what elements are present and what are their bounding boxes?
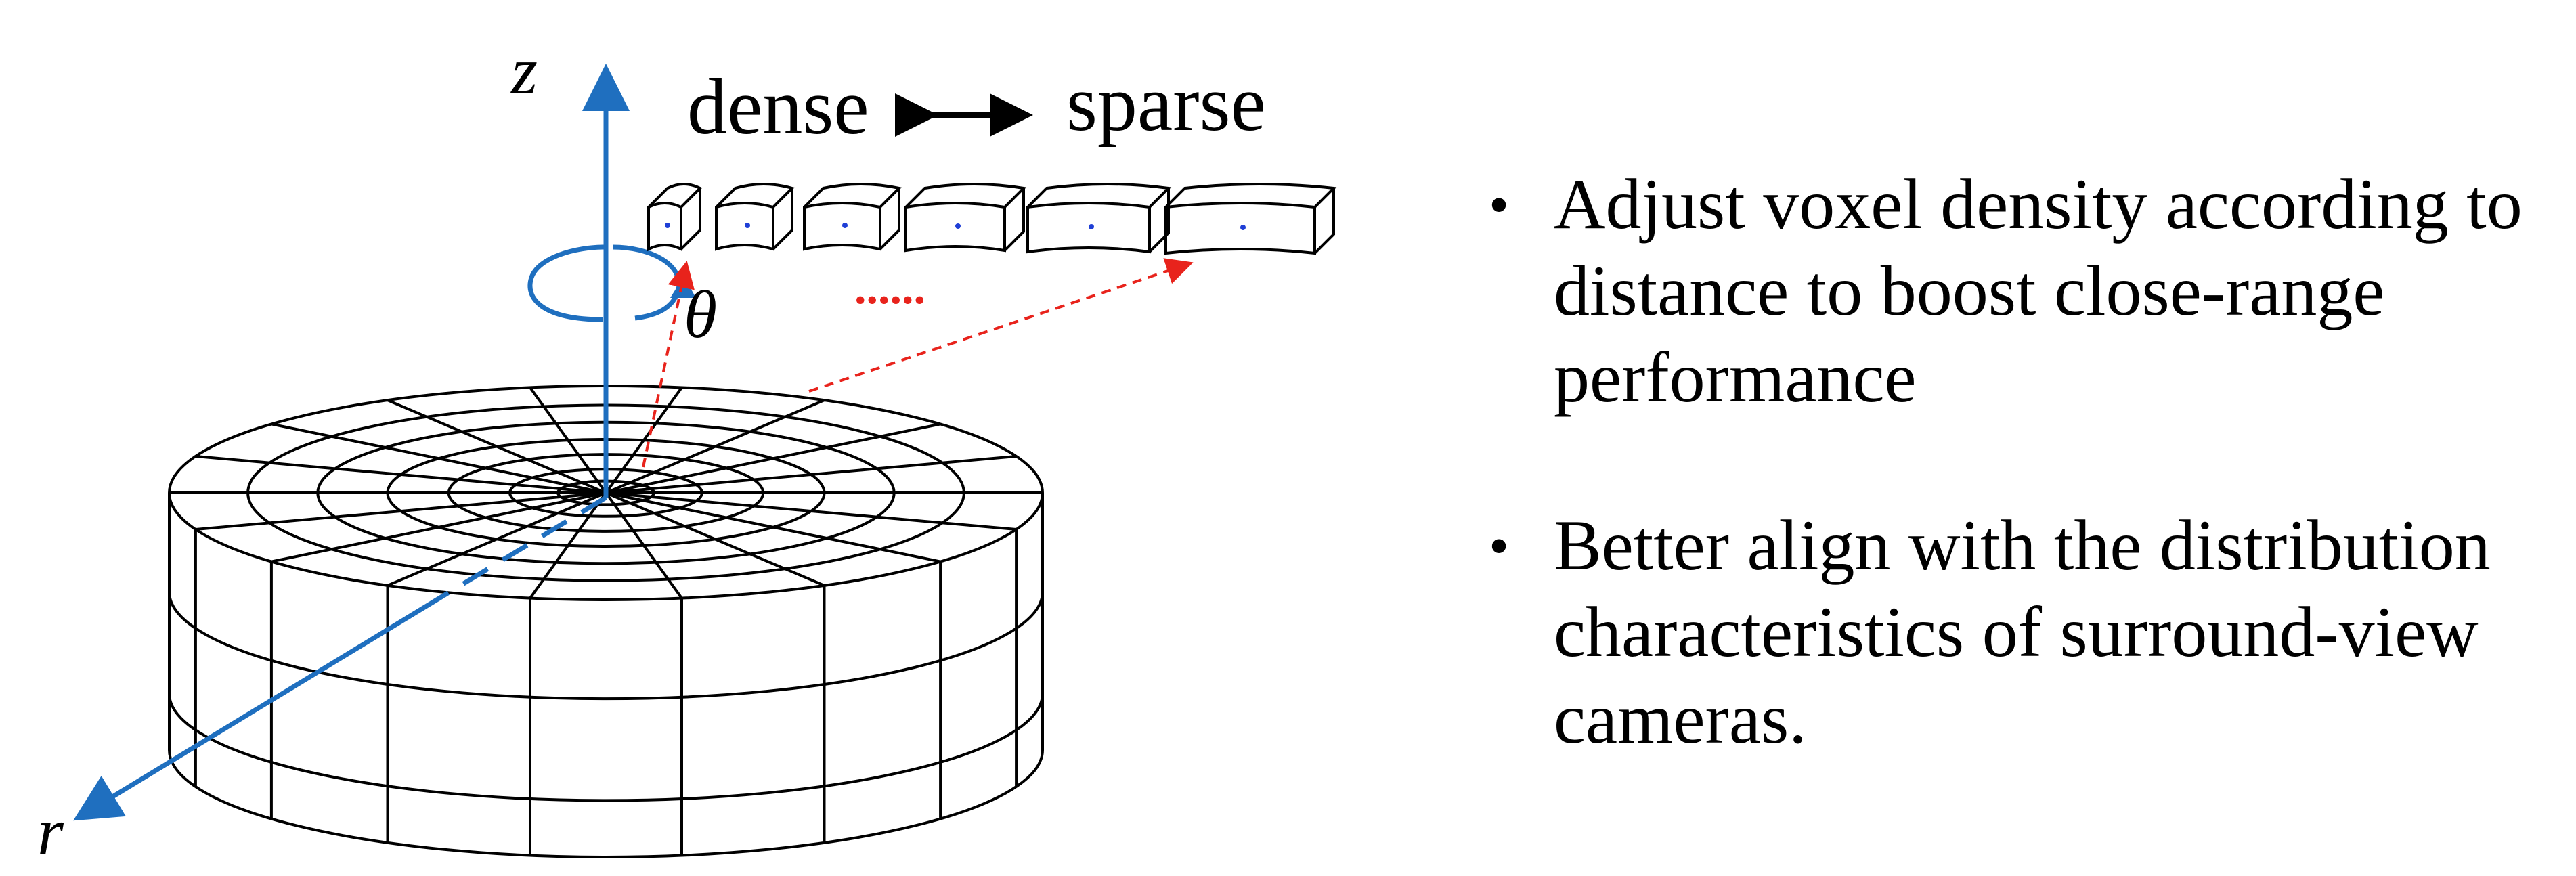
angular-spoke (605, 422, 941, 494)
voxel-center-point (665, 223, 670, 228)
voxel (715, 183, 795, 251)
voxel-sequence (647, 183, 1337, 255)
voxel-top-face (1026, 183, 1172, 209)
voxel-center-point (1089, 224, 1094, 229)
bullet-item: • Adjust voxel density according to dist… (1486, 161, 2569, 421)
voxel-side-face (879, 188, 900, 250)
voxel-front-face (803, 202, 881, 251)
cylinder-layer-arc (168, 592, 1044, 701)
angular-spoke (195, 454, 607, 494)
z-axis-label: z (510, 33, 538, 108)
voxel-center-point (1240, 225, 1246, 230)
bullet-dot: • (1489, 513, 1510, 578)
angular-spoke (605, 454, 1017, 494)
angular-spoke (605, 387, 683, 494)
ellipsis: ...... (854, 262, 925, 314)
voxel-front-face (1026, 202, 1151, 254)
voxel-top-face (803, 183, 902, 209)
cylinder-layer-arc (168, 693, 1044, 802)
r-axis (73, 594, 445, 821)
angular-spoke (605, 491, 941, 563)
voxel-top-face (715, 183, 795, 209)
bullet-list: • Adjust voxel density according to dist… (1486, 161, 2569, 762)
guide-arrow-near (642, 261, 695, 468)
voxel-center-point (955, 223, 961, 229)
voxel (647, 183, 703, 252)
voxel-top-face (1164, 183, 1337, 209)
voxel-top-face (647, 183, 703, 209)
voxel (1164, 183, 1337, 255)
theta-label: θ (684, 277, 717, 352)
guide-arrow-far (808, 258, 1194, 393)
voxel-side-face (1313, 188, 1335, 255)
sparse-label: sparse (1066, 59, 1266, 148)
voxel-top-face (904, 183, 1027, 209)
angular-spoke (271, 491, 607, 563)
angular-spoke (387, 399, 607, 494)
r-axis-dashed (442, 496, 607, 598)
voxel-center-point (842, 223, 848, 228)
bullet-item: • Better align with the distribution cha… (1486, 502, 2569, 762)
angular-spoke (605, 399, 825, 494)
bullet-dot: • (1489, 172, 1510, 237)
angular-spoke (529, 491, 607, 599)
voxel-side-face (1003, 188, 1025, 252)
voxel (1026, 183, 1172, 254)
voxel-front-face (1164, 202, 1316, 255)
voxel-side-face (772, 188, 793, 250)
angular-spoke (605, 491, 683, 599)
angular-spoke (605, 491, 1017, 531)
voxel-front-face (904, 202, 1006, 253)
voxel-front-face (647, 202, 682, 252)
dense-label: dense (687, 62, 869, 151)
r-axis-label: r (37, 794, 64, 869)
voxel-center-point (745, 223, 750, 228)
angular-spoke (271, 422, 607, 494)
angular-spoke (195, 491, 607, 531)
voxel-front-face (715, 202, 774, 251)
voxel-side-face (680, 188, 701, 250)
cylinder-bottom-arc (168, 749, 1044, 858)
bullet-text: Better align with the distribution chara… (1554, 506, 2491, 758)
voxel (904, 183, 1027, 253)
angular-spoke (605, 491, 825, 587)
voxel (803, 183, 902, 251)
angular-spoke (529, 387, 607, 494)
angular-spoke (387, 491, 607, 587)
bullet-text: Adjust voxel density according to distan… (1554, 165, 2523, 417)
